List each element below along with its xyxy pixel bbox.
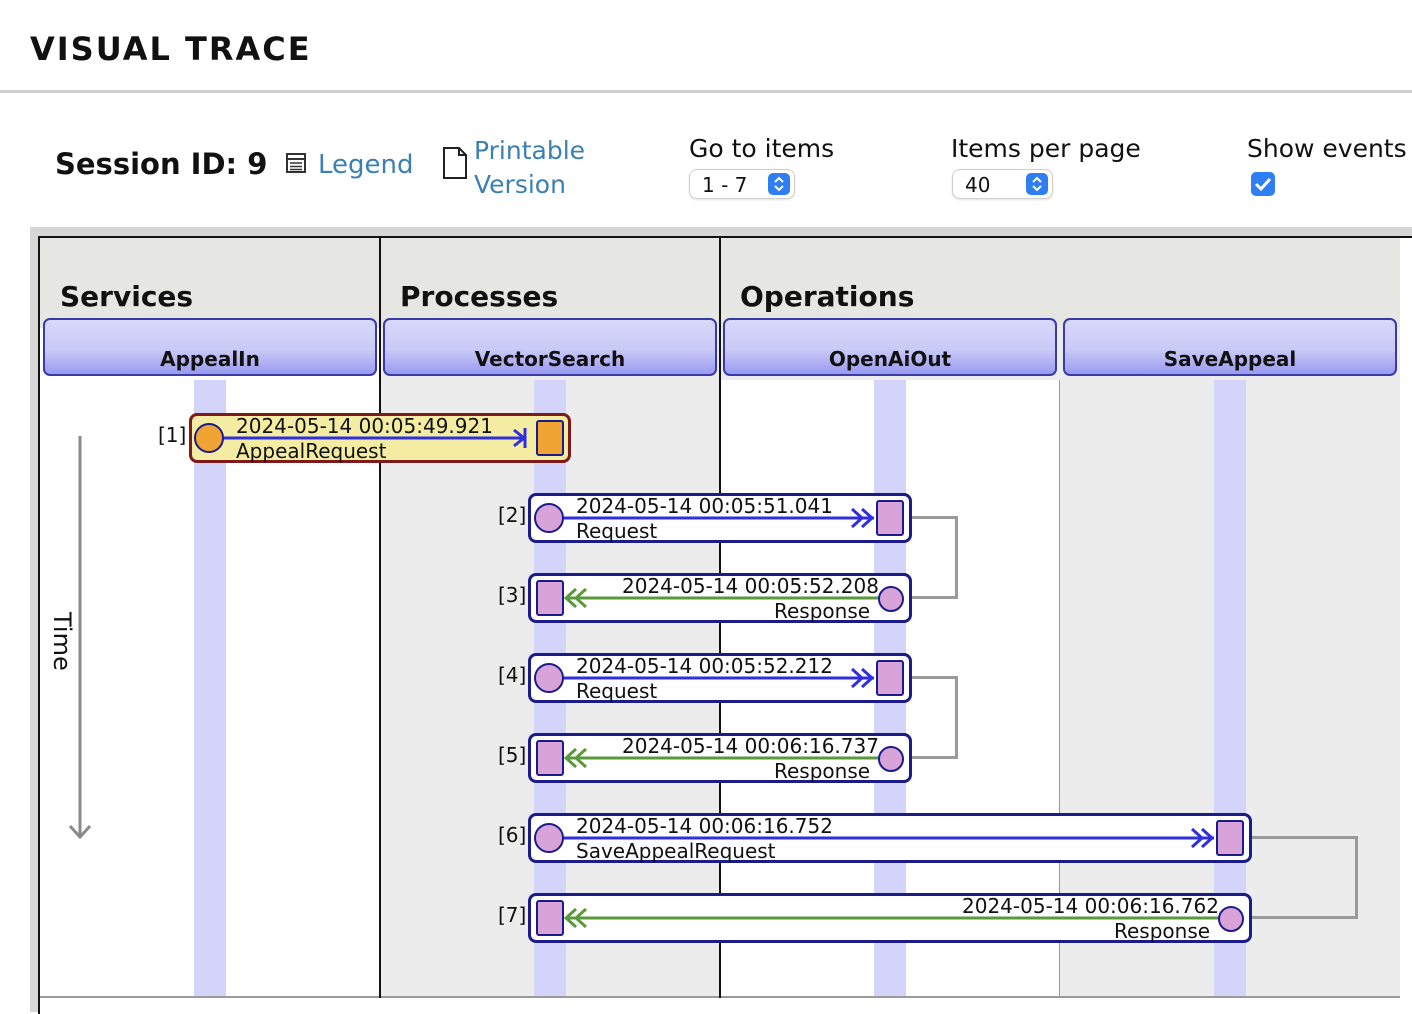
items-per-page-select[interactable]: 40	[952, 169, 1053, 199]
printable-version-link[interactable]: Printable Version	[474, 134, 604, 202]
items-per-page-value[interactable]: 40	[965, 173, 991, 197]
message-1-timestamp: 2024-05-14 00:05:49.921	[236, 414, 493, 438]
goto-items-value[interactable]: 1 - 7	[702, 173, 748, 197]
message-number: [4]	[498, 663, 527, 687]
title-divider	[0, 90, 1412, 93]
message-7-source	[1218, 906, 1244, 932]
message-1-name: AppealRequest	[236, 439, 387, 463]
page-title: VISUAL TRACE	[30, 30, 312, 68]
message-4-name: Request	[576, 679, 658, 703]
message-4-source	[534, 663, 564, 693]
lane-separator	[1059, 380, 1060, 998]
printable-line-2[interactable]: Version	[474, 170, 566, 199]
lane-header-vectorsearch[interactable]: VectorSearch	[383, 318, 717, 376]
double-chevron-arrowhead-icon	[573, 747, 588, 769]
lane-header-openaiout[interactable]: OpenAiOut	[723, 318, 1057, 376]
message-number: [7]	[498, 903, 527, 927]
legend-table-icon[interactable]	[286, 153, 306, 173]
time-arrow-icon	[68, 436, 92, 840]
message-number: [5]	[498, 743, 527, 767]
group-label-operations: Operations	[740, 280, 915, 313]
message-5-name: Response	[774, 759, 871, 783]
group-separator	[379, 238, 381, 998]
message-1-target	[536, 420, 564, 456]
pair-connector-4-5	[910, 676, 958, 759]
message-7-timestamp: 2024-05-14 00:06:16.762	[962, 894, 1219, 918]
message-2-timestamp: 2024-05-14 00:05:51.041	[576, 494, 833, 518]
message-2-name: Request	[576, 519, 658, 543]
message-5-source	[878, 746, 904, 772]
lane-header-appealin[interactable]: AppealIn	[43, 318, 377, 376]
double-chevron-arrowhead-icon	[860, 507, 875, 529]
goto-items-select[interactable]: 1 - 7	[689, 169, 795, 199]
lane-header-saveappeal[interactable]: SaveAppeal	[1063, 318, 1397, 376]
message-7-target	[536, 900, 564, 936]
items-per-page-label: Items per page	[951, 134, 1141, 163]
message-2-target	[876, 500, 904, 536]
double-chevron-arrowhead-icon	[860, 667, 875, 689]
pair-connector-2-3	[910, 516, 958, 599]
message-4-timestamp: 2024-05-14 00:05:52.212	[576, 654, 833, 678]
message-6-source	[534, 823, 564, 853]
message-3-source	[878, 586, 904, 612]
message-6-name: SaveAppealRequest	[576, 839, 776, 863]
message-3-target	[536, 580, 564, 616]
stepper-icon[interactable]	[1026, 173, 1048, 195]
checkmark-icon	[1254, 177, 1272, 192]
stepper-icon[interactable]	[768, 173, 790, 195]
message-6-target	[1216, 820, 1244, 856]
group-label-processes: Processes	[400, 280, 559, 313]
message-6-timestamp: 2024-05-14 00:06:16.752	[576, 814, 833, 838]
session-id: Session ID: 9	[55, 147, 268, 181]
show-events-checkbox[interactable]	[1251, 172, 1275, 196]
double-chevron-arrowhead-icon	[573, 907, 588, 929]
lifeline-appealin	[194, 380, 226, 996]
double-chevron-arrowhead-icon	[573, 587, 588, 609]
document-icon[interactable]	[442, 146, 468, 180]
message-number: [1]	[158, 423, 187, 447]
group-label-services: Services	[60, 280, 194, 313]
message-number: [6]	[498, 823, 527, 847]
message-number: [3]	[498, 583, 527, 607]
pair-connector-6-7	[1250, 836, 1358, 919]
double-chevron-arrowhead-icon	[1200, 827, 1215, 849]
message-5-timestamp: 2024-05-14 00:06:16.737	[622, 734, 879, 758]
legend-link[interactable]: Legend	[318, 150, 414, 180]
printable-line-1[interactable]: Printable	[474, 136, 586, 165]
message-3-name: Response	[774, 599, 871, 623]
message-5-target	[536, 740, 564, 776]
show-events-label: Show events	[1247, 134, 1407, 163]
message-4-target	[876, 660, 904, 696]
message-number: [2]	[498, 503, 527, 527]
message-1-source	[194, 423, 224, 453]
message-3-timestamp: 2024-05-14 00:05:52.208	[622, 574, 879, 598]
message-7-name: Response	[1114, 919, 1211, 943]
goto-items-label: Go to items	[689, 134, 835, 163]
message-2-source	[534, 503, 564, 533]
